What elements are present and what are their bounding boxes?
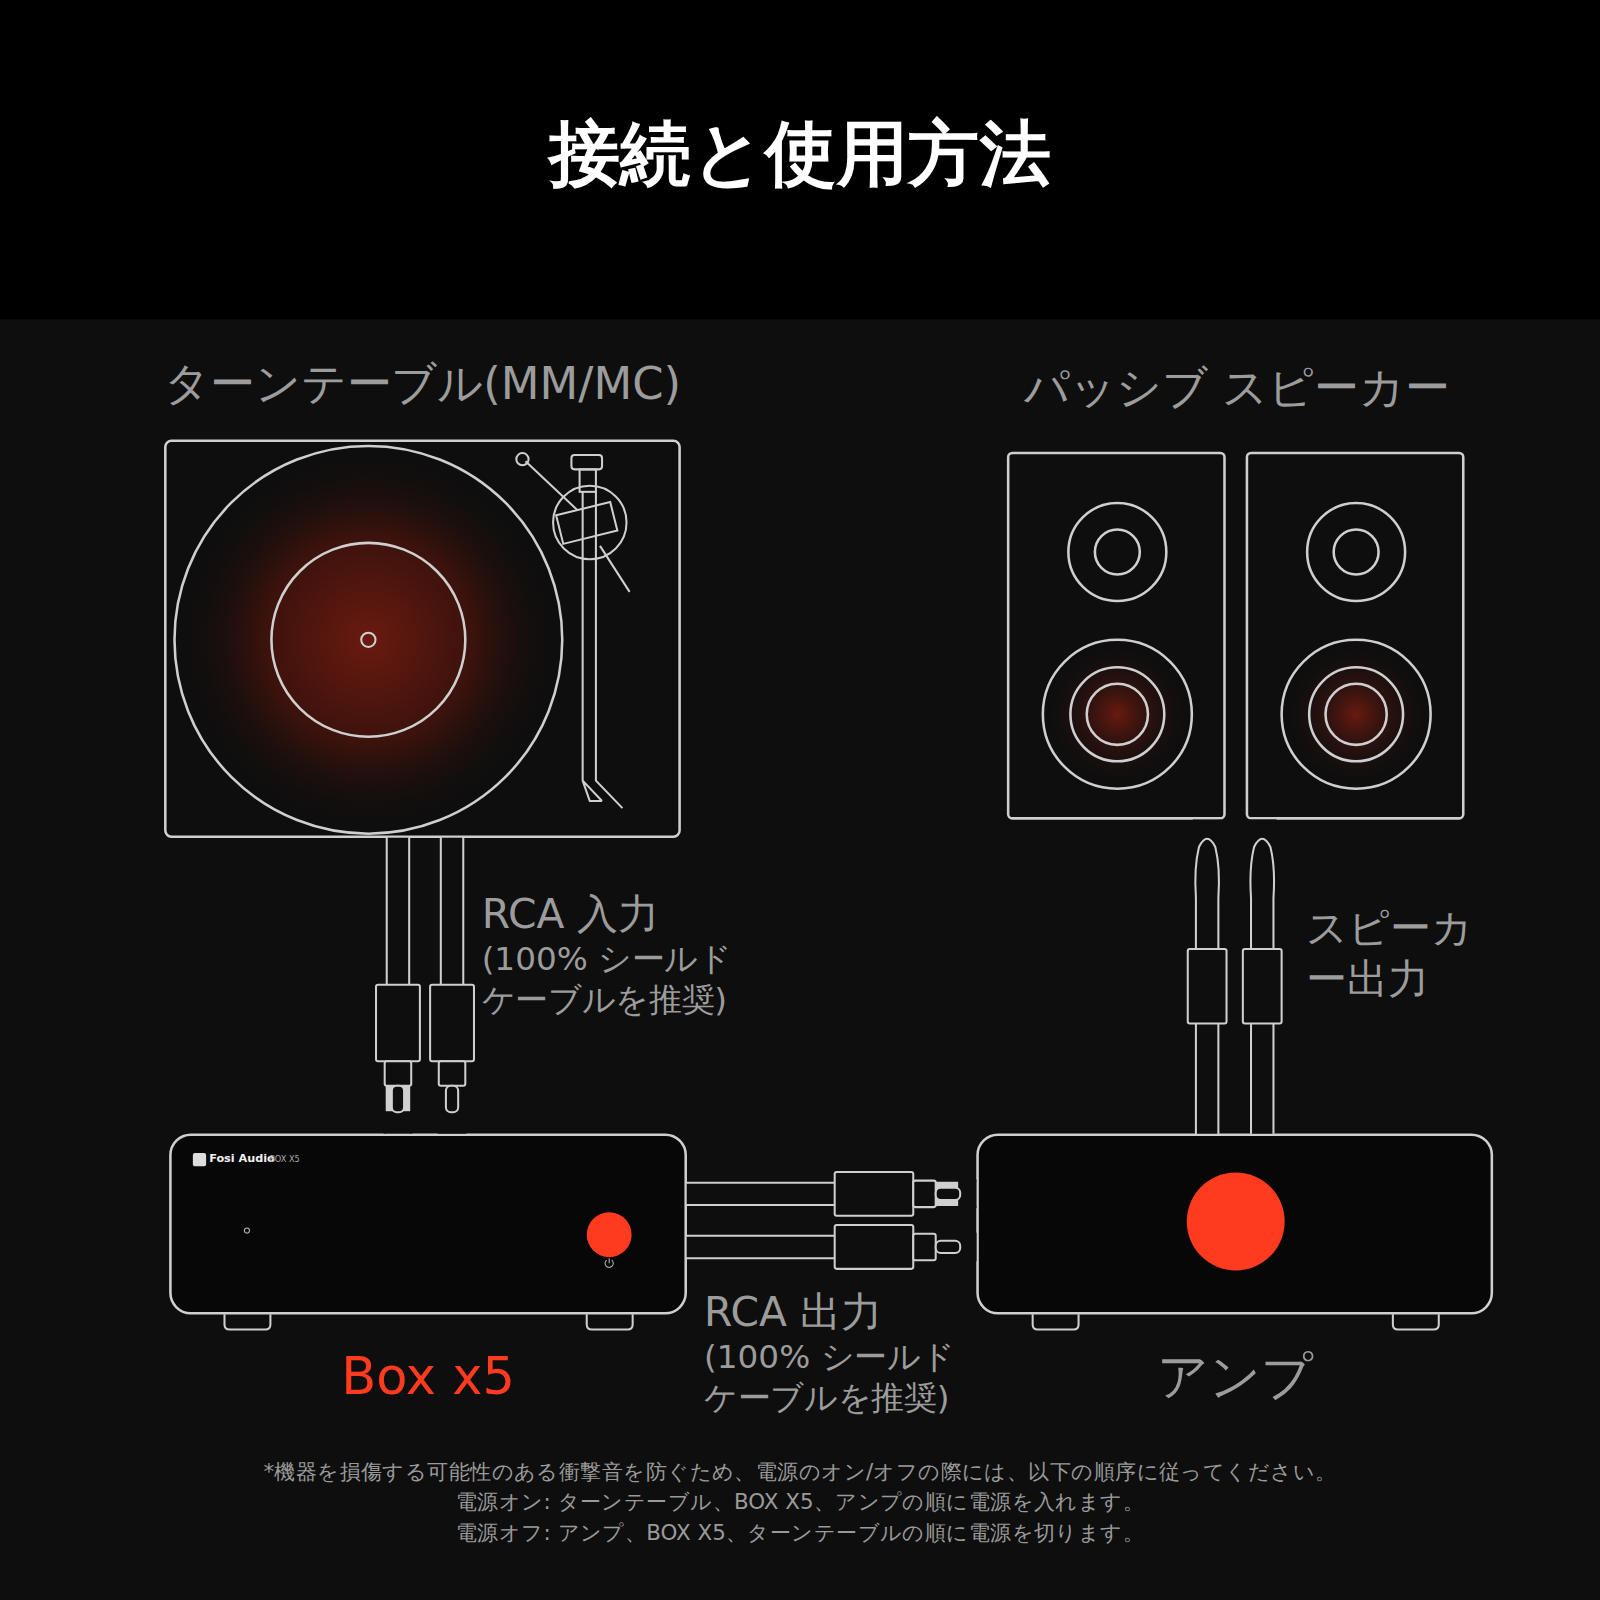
- rca-plug-pin: [446, 1086, 458, 1113]
- woofer-cap: [1326, 684, 1387, 745]
- cable-core: [388, 838, 408, 985]
- footnote: 電源オン: ターンテーブル、BOX X5、アンプの順に電源を入れます。: [456, 1488, 1145, 1517]
- ground-patch: [1248, 819, 1277, 950]
- cable: [440, 838, 464, 985]
- ground-patch: [384, 1111, 413, 1133]
- woofer-cap: [1087, 684, 1148, 745]
- woofer-cone: [1309, 667, 1403, 761]
- banana-plug: [1188, 949, 1227, 1023]
- amplifier: アンプ: [978, 1135, 1492, 1314]
- cable-core: [1252, 1023, 1272, 1133]
- rca-plug: [430, 985, 474, 1062]
- turntable: ターンテーブル(MM/MC): [165, 441, 679, 837]
- model-name: BOX X5: [269, 1155, 299, 1164]
- woofer-cone: [1070, 667, 1164, 761]
- node-heading: アンプ: [1157, 1349, 1313, 1405]
- footnote: 電源オフ: アンプ、BOX X5、ターンテーブルの順に電源を切ります。: [456, 1518, 1145, 1547]
- rca-plug-neck: [913, 1234, 935, 1261]
- turntable-body: [165, 441, 679, 837]
- record-label: [271, 543, 465, 737]
- node-heading: ターンテーブル(MM/MC): [164, 359, 681, 408]
- tweeter-dome: [1334, 530, 1379, 575]
- foot: [1393, 1314, 1439, 1329]
- cable: [1250, 1023, 1274, 1133]
- rca-plug-pin: [392, 1086, 404, 1113]
- rca-plug-pin: [936, 1188, 960, 1200]
- volume-knob: [1187, 1172, 1285, 1270]
- bearing: [580, 469, 596, 491]
- banana-plug: [1243, 949, 1282, 1023]
- arm-lift: [600, 546, 630, 592]
- box-x5-body: [170, 1135, 685, 1314]
- cable-core: [442, 838, 462, 985]
- cable-core: [1197, 1023, 1217, 1133]
- foot: [224, 1314, 270, 1329]
- power-symbol: [605, 1258, 613, 1267]
- logo-mark: [193, 1153, 206, 1166]
- tonearm: [583, 492, 623, 808]
- arm-clip: [556, 502, 617, 544]
- passive-speakers: パッシブ スピーカー: [1008, 453, 1465, 818]
- rca-plug-pin: [936, 1241, 960, 1253]
- tonearm-rear: [526, 461, 578, 510]
- rca-plug: [376, 985, 420, 1062]
- node-heading: パッシブ スピーカー: [1024, 363, 1450, 412]
- rca-plug-neck: [385, 1061, 412, 1085]
- rca-plug: [835, 1225, 914, 1269]
- woofer: [1282, 640, 1431, 789]
- spindle: [361, 633, 375, 647]
- cable-core: [687, 1184, 835, 1204]
- bearing-cap: [571, 455, 602, 469]
- power-button: [587, 1212, 632, 1257]
- indicator-led: [244, 1228, 249, 1233]
- tweeter: [1068, 503, 1166, 601]
- platter: [174, 446, 562, 834]
- cable-label: スピーカー出力: [1306, 902, 1482, 1004]
- ground-patch: [438, 1111, 467, 1133]
- rca-plug-neck: [439, 1061, 466, 1085]
- foot: [587, 1314, 633, 1329]
- speaker-cabinet: [1008, 453, 1224, 818]
- title-band: [0, 0, 1600, 319]
- cable: [687, 1235, 835, 1259]
- amp-body: [978, 1135, 1492, 1314]
- banana-plug-tip: [1195, 839, 1219, 949]
- cable-label: RCA 入力 (100% シールド ケーブルを推奨): [482, 888, 737, 1021]
- woofer: [1043, 640, 1192, 789]
- counterweight: [516, 453, 528, 465]
- tweeter-dome: [1095, 530, 1140, 575]
- tweeter: [1307, 503, 1405, 601]
- node-heading: Box x5: [341, 1349, 515, 1405]
- speaker-cabinet: [1247, 453, 1463, 818]
- ground-patch: [1193, 819, 1222, 950]
- brand-name: Fosi Audio: [209, 1152, 275, 1165]
- rca-plug-neck: [913, 1181, 935, 1208]
- banana-plug-tip: [1250, 839, 1274, 949]
- cable-core: [687, 1237, 835, 1257]
- footnote: *機器を損傷する可能性のある衝撃音を防ぐため、電源のオン/オフの際には、以下の順…: [263, 1457, 1336, 1486]
- foot: [1033, 1314, 1079, 1329]
- page-title: 接続と使用方法: [0, 114, 1600, 193]
- rca-plug: [835, 1172, 914, 1216]
- cable-label: RCA 出力 (100% シールド ケーブルを推奨): [704, 1286, 959, 1419]
